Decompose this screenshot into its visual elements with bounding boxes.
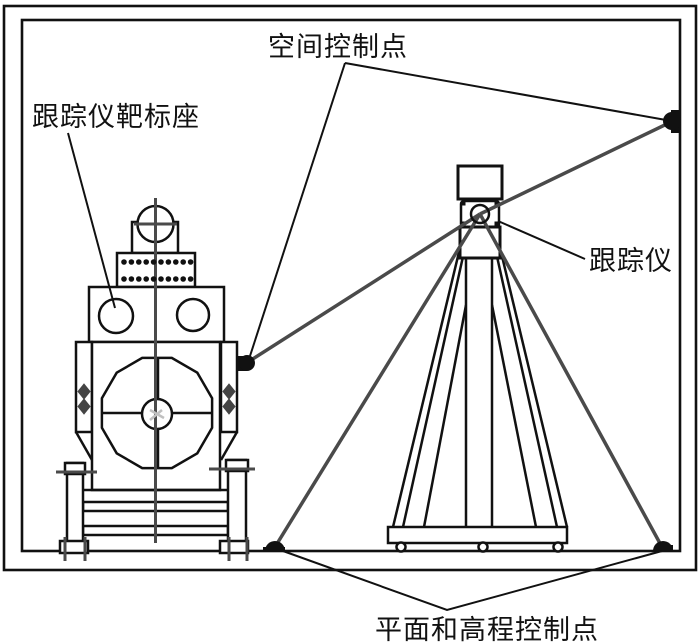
floor-left-control-point-marker: [265, 541, 285, 551]
base-wheel-center: [477, 541, 489, 553]
leg-left-outer-b: [401, 251, 466, 528]
tripod-column: [464, 256, 494, 530]
leader-floor-points: [282, 550, 663, 612]
tracker-tripod: [386, 164, 569, 553]
leader-tracker: [497, 220, 586, 260]
stand-post-right: [226, 458, 248, 545]
stand-foot-right: [218, 539, 250, 555]
leg-right-brace: [490, 304, 538, 528]
ray-to-floor-left-point: [273, 213, 482, 548]
leg-right-outer-b: [494, 251, 559, 528]
porthole-right: [175, 297, 211, 333]
porthole-left: [97, 297, 135, 335]
ray-to-wall-point: [479, 120, 672, 216]
flange-chamfer-right: [219, 431, 239, 461]
leader-target-seat: [67, 132, 116, 309]
floor-right-control-point-marker: [653, 541, 673, 551]
tracker-top-box: [456, 164, 504, 201]
label-tracker-target-seat: 跟踪仪靶标座: [32, 102, 200, 132]
leg-left-brace: [422, 304, 468, 528]
machine-centerlines: [56, 198, 255, 561]
leader-spatial-to-wall-point: [344, 62, 667, 121]
control-point-markers: [236, 110, 681, 551]
flange-chamfer-left: [74, 431, 94, 461]
stand-post-right-cap: [224, 458, 250, 473]
diamond-icon: [222, 398, 236, 415]
connector-dots: [121, 259, 194, 282]
wall-control-point-marker: [663, 112, 681, 130]
ray-to-machine-point: [247, 212, 481, 364]
leg-right-outer-a: [499, 251, 569, 528]
leg-left-outer-a: [391, 251, 461, 528]
diamond-icon: [77, 398, 91, 415]
tripod-base: [386, 525, 569, 545]
tracker-lower-box: [458, 225, 502, 260]
base-wheel-left: [395, 541, 407, 553]
tracker-head-lens: [469, 203, 491, 225]
ray-to-floor-right-point: [478, 213, 664, 548]
machine-control-point-marker: [239, 355, 255, 371]
label-plane-elevation-control-point: 平面和高程控制点: [375, 615, 599, 642]
flange-diamond-icons: [77, 383, 236, 415]
label-spatial-control-point: 空间控制点: [268, 32, 408, 62]
measurement-rays: [247, 120, 672, 548]
base-wheel-right: [552, 541, 564, 553]
hub-highlight: [149, 408, 165, 421]
stand-post-left-cap: [63, 461, 87, 476]
stand-foot-left: [58, 539, 90, 555]
label-tracker: 跟踪仪: [589, 246, 673, 276]
leader-lines: [67, 62, 667, 612]
leader-spatial-to-machine-point: [249, 62, 346, 357]
